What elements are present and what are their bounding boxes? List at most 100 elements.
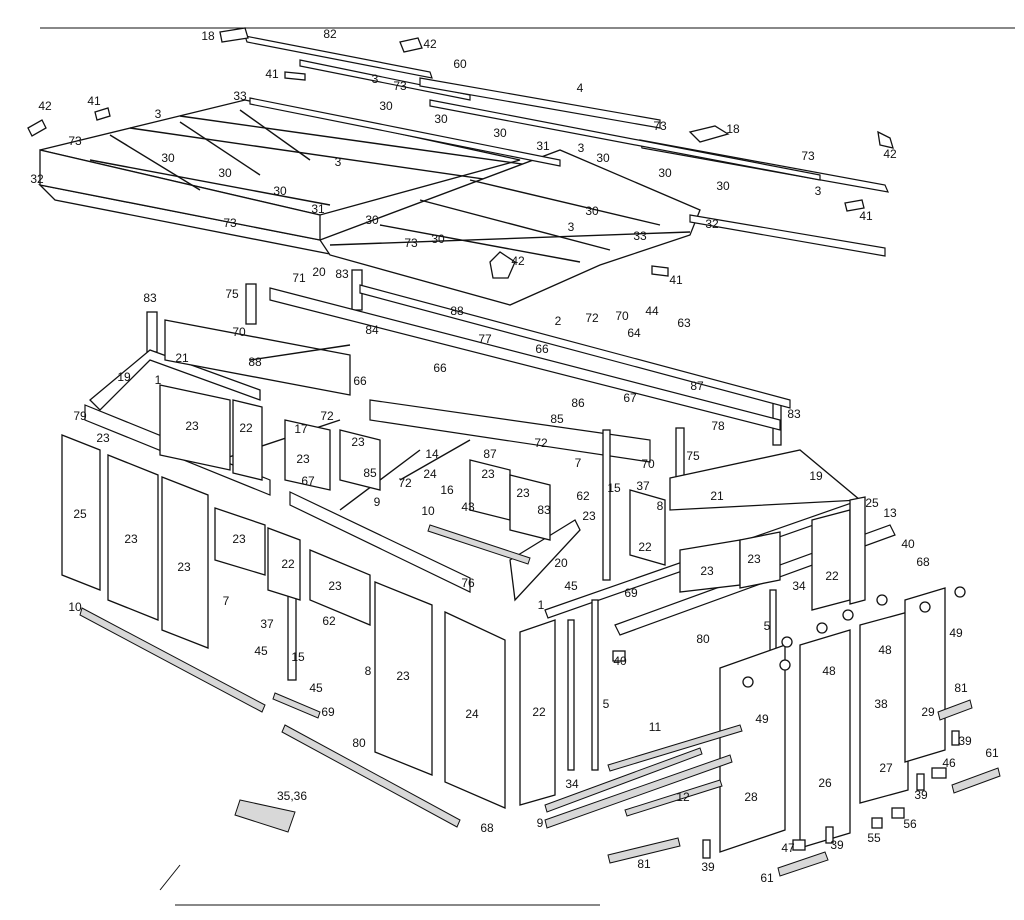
part-label: 9 — [537, 816, 544, 830]
part-label: 41 — [669, 273, 683, 287]
roof-bar — [469, 179, 661, 226]
hinge — [816, 622, 828, 634]
part-label: 73 — [223, 216, 237, 230]
floor-rail — [624, 779, 723, 817]
hinge — [876, 594, 888, 606]
part-label: 73 — [801, 149, 815, 163]
wall-panel — [811, 509, 851, 611]
part-label: 23 — [747, 552, 761, 566]
part-label: 23 — [516, 486, 530, 500]
wall-panels — [61, 384, 966, 853]
part-label: 33 — [233, 89, 247, 103]
part-label: 30 — [431, 232, 445, 246]
part-label: 68 — [480, 821, 494, 835]
stud — [591, 599, 599, 771]
part-label: 72 — [534, 436, 548, 450]
top-beam-back — [359, 284, 791, 409]
hinge — [779, 659, 791, 671]
roof-rail — [299, 59, 471, 101]
part-label: 73 — [653, 119, 667, 133]
roof-rail — [689, 214, 886, 257]
floor-rail — [777, 851, 829, 877]
stud — [602, 429, 611, 581]
roof-bar — [89, 159, 331, 206]
wall-panel-front — [267, 527, 301, 601]
roof-bar — [379, 224, 581, 263]
part-label: 22 — [239, 421, 253, 435]
part-label: 37 — [260, 617, 274, 631]
roof-rail — [249, 97, 561, 167]
part-label: 31 — [311, 202, 325, 216]
part-label: 24 — [465, 707, 479, 721]
part-label: 70 — [615, 309, 629, 323]
floor-rail — [427, 524, 531, 565]
wall-panel — [739, 531, 781, 589]
floor-rail — [951, 767, 1001, 794]
part-label: 48 — [822, 664, 836, 678]
part-label: 3 — [335, 155, 342, 169]
part-label: 1 — [538, 598, 545, 612]
part-label: 25 — [73, 507, 87, 521]
part-label: 13 — [883, 506, 897, 520]
wall-panel-front — [161, 476, 209, 649]
part-label: 28 — [744, 790, 758, 804]
part-label: 39 — [701, 860, 715, 874]
part-label: 18 — [201, 29, 215, 43]
part-label: 34 — [565, 777, 579, 791]
part-label: 42 — [511, 254, 525, 268]
wall-panel — [284, 419, 331, 491]
part-label: 46 — [942, 756, 956, 770]
part-label: 4 — [577, 81, 584, 95]
part-39 — [916, 773, 925, 791]
post — [245, 283, 257, 325]
part-label: 62 — [576, 489, 590, 503]
floor-rail — [544, 754, 733, 829]
part-label: 1 — [155, 373, 162, 387]
part-label: 30 — [218, 166, 232, 180]
roof-rail — [429, 99, 821, 181]
part-label: 41 — [87, 94, 101, 108]
part-label: 23 — [396, 669, 410, 683]
roof-bar — [329, 231, 691, 246]
part-label: 23 — [481, 467, 495, 481]
part-18 — [219, 27, 249, 43]
part-label: 64 — [627, 326, 641, 340]
top-beam-front — [289, 491, 471, 593]
part-label: 88 — [450, 304, 464, 318]
part-label: 62 — [322, 614, 336, 628]
part-label: 40 — [901, 537, 915, 551]
part-label: 86 — [571, 396, 585, 410]
door-panel — [799, 629, 851, 849]
part-label: 10 — [421, 504, 435, 518]
part-label: 31 — [536, 139, 550, 153]
part-label: 23 — [582, 509, 596, 523]
gable-panel — [164, 319, 351, 396]
door-panel — [719, 644, 786, 853]
floor-rail — [281, 724, 461, 828]
roof-assembly — [27, 27, 894, 306]
part-label: 84 — [365, 323, 379, 337]
part-39 — [951, 730, 960, 746]
part-label: 23 — [232, 532, 246, 546]
part-label: 20 — [312, 265, 326, 279]
part-label: 40 — [613, 654, 627, 668]
part-label: 23 — [700, 564, 714, 578]
part-label: 70 — [641, 457, 655, 471]
part-label: 56 — [903, 817, 917, 831]
part-label: 87 — [483, 447, 497, 461]
part-label: 19 — [117, 370, 131, 384]
part-label: 66 — [433, 361, 447, 375]
part-label: 61 — [760, 871, 774, 885]
hinge — [919, 601, 931, 613]
part-label: 5 — [764, 619, 771, 633]
part-label: 80 — [352, 736, 366, 750]
part-label: 83 — [335, 267, 349, 281]
floor-rail — [607, 837, 681, 864]
part-label: 16 — [440, 483, 454, 497]
part-label: 30 — [365, 213, 379, 227]
roof-bar — [419, 199, 611, 251]
part-label: 7 — [575, 456, 582, 470]
